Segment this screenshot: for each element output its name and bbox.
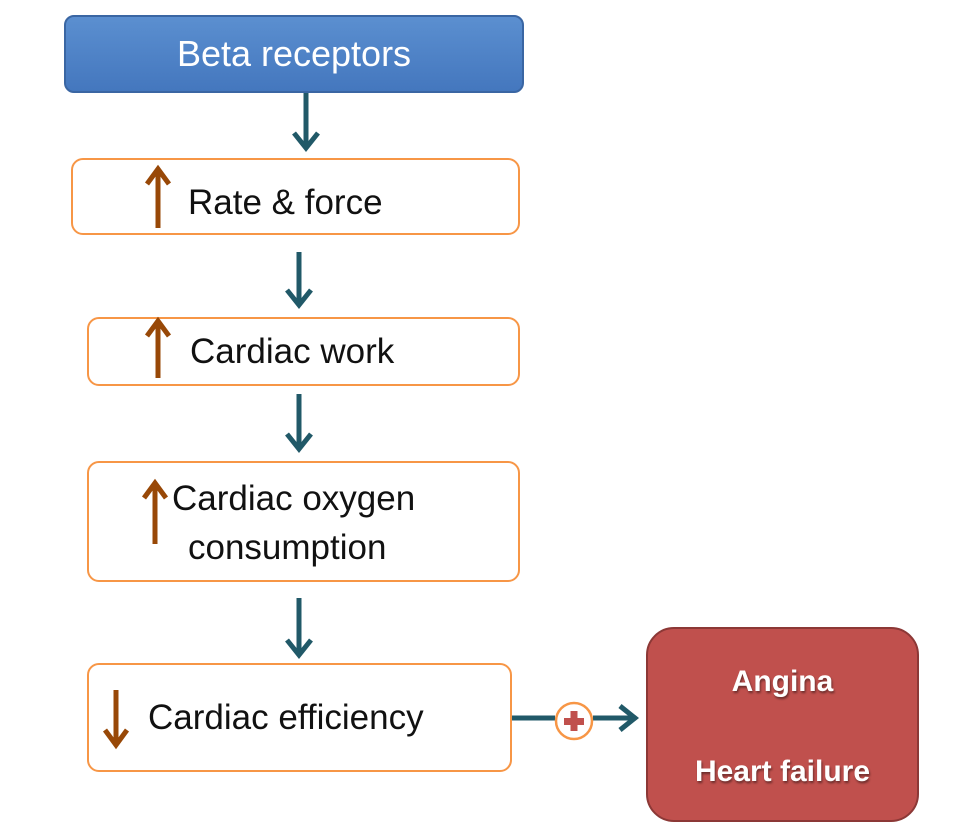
down-arrow-icon	[102, 690, 130, 750]
up-arrow-icon	[141, 478, 169, 544]
angina-label: Angina	[731, 665, 834, 698]
connector-arrow	[512, 704, 640, 732]
flow-arrow-4	[285, 598, 313, 660]
heart-failure-label: Heart failure	[694, 755, 871, 788]
beta-receptors-label: Beta receptors	[176, 33, 412, 74]
cardiac-oxygen-box	[87, 461, 520, 582]
outcome-box	[646, 627, 919, 822]
beta-receptors-box: Beta receptors	[64, 15, 524, 93]
flow-arrow-2	[285, 252, 313, 310]
flow-arrow-3	[285, 394, 313, 454]
cardiac-oxygen-label-line2: consumption	[188, 528, 387, 567]
rate-force-label: Rate & force	[188, 183, 383, 222]
plus-sign-icon	[554, 701, 594, 741]
up-arrow-icon	[144, 316, 172, 378]
rate-force-box	[71, 158, 520, 235]
up-arrow-icon	[144, 164, 172, 228]
cardiac-efficiency-box	[87, 663, 512, 772]
flow-arrow-1	[292, 93, 320, 153]
cardiac-oxygen-label-line1: Cardiac oxygen	[172, 479, 416, 518]
cardiac-efficiency-label: Cardiac efficiency	[148, 698, 424, 737]
cardiac-work-label: Cardiac work	[190, 332, 395, 371]
